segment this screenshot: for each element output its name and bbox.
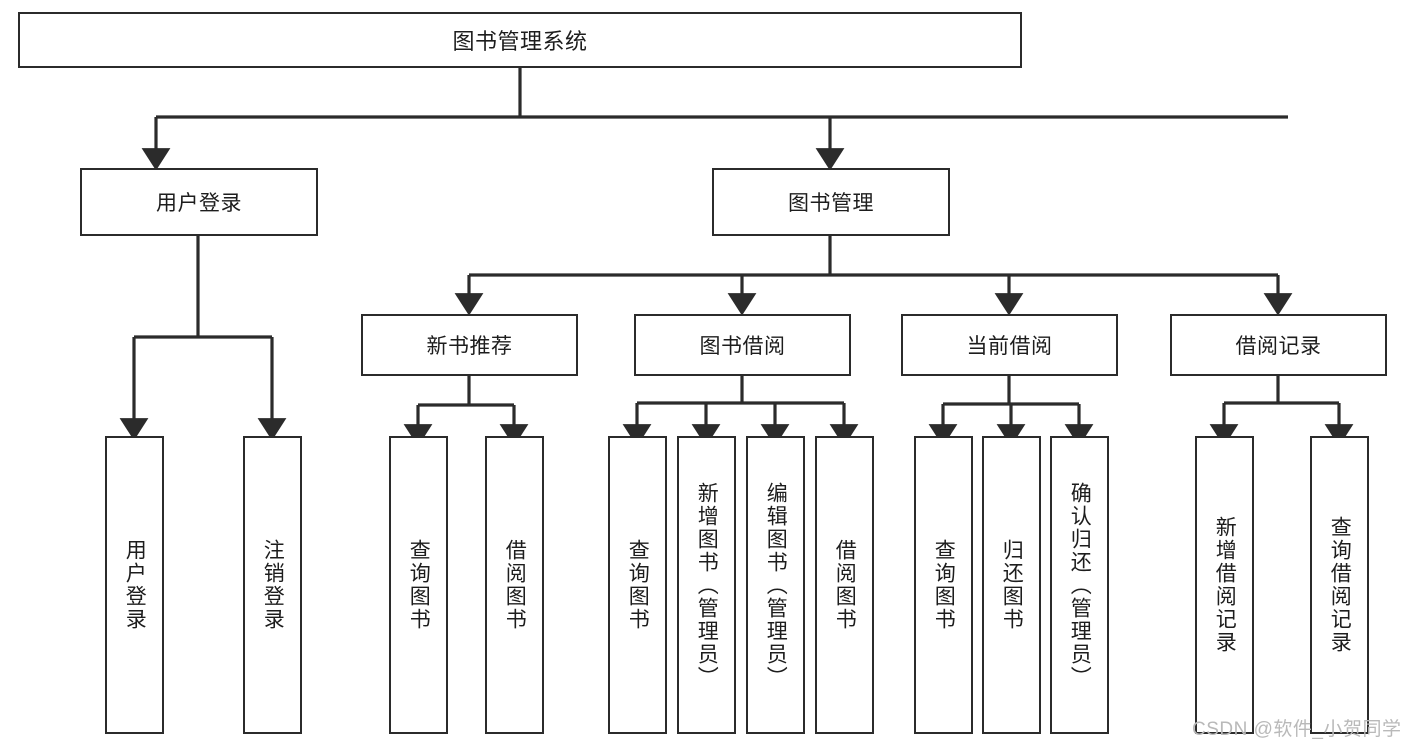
node-borrow-record-label: 借阅记录 bbox=[1235, 335, 1322, 358]
node-book-borrow-label: 图书借阅 bbox=[699, 335, 786, 358]
node-user-login[interactable]: 用户登录 bbox=[80, 168, 318, 236]
leaf-br-add-record-label: 新增借阅记录 bbox=[1213, 516, 1237, 654]
leaf-bb-query-book[interactable]: 查询图书 bbox=[608, 436, 667, 734]
leaf-user-login[interactable]: 用户登录 bbox=[105, 436, 164, 734]
node-borrow-record[interactable]: 借阅记录 bbox=[1170, 314, 1387, 376]
leaf-cb-return-book-label: 归还图书 bbox=[1000, 539, 1024, 631]
leaf-br-query-record[interactable]: 查询借阅记录 bbox=[1310, 436, 1369, 734]
node-book-management-label: 图书管理 bbox=[788, 192, 874, 215]
leaf-bb-query-book-label: 查询图书 bbox=[626, 539, 650, 631]
leaf-cb-query-book[interactable]: 查询图书 bbox=[914, 436, 973, 734]
node-new-book-recommend[interactable]: 新书推荐 bbox=[361, 314, 578, 376]
node-root[interactable]: 图书管理系统 bbox=[18, 12, 1022, 68]
leaf-bb-add-book-label: 新增图书（管理员） bbox=[695, 481, 719, 689]
leaf-nb-borrow-book[interactable]: 借阅图书 bbox=[485, 436, 544, 734]
node-root-label: 图书管理系统 bbox=[452, 29, 588, 54]
node-current-borrow-label: 当前借阅 bbox=[966, 335, 1053, 358]
leaf-logout[interactable]: 注销登录 bbox=[243, 436, 302, 734]
leaf-cb-query-book-label: 查询图书 bbox=[932, 539, 956, 631]
leaf-cb-confirm-return[interactable]: 确认归还（管理员） bbox=[1050, 436, 1109, 734]
node-book-management[interactable]: 图书管理 bbox=[712, 168, 950, 236]
leaf-bb-edit-book[interactable]: 编辑图书（管理员） bbox=[746, 436, 805, 734]
leaf-bb-borrow-book[interactable]: 借阅图书 bbox=[815, 436, 874, 734]
leaf-bb-edit-book-label: 编辑图书（管理员） bbox=[764, 481, 788, 689]
node-user-login-label: 用户登录 bbox=[156, 192, 242, 215]
leaf-nb-query-book-label: 查询图书 bbox=[407, 539, 431, 631]
leaf-user-login-label: 用户登录 bbox=[123, 539, 147, 631]
node-book-borrow[interactable]: 图书借阅 bbox=[634, 314, 851, 376]
leaf-nb-borrow-book-label: 借阅图书 bbox=[503, 539, 527, 631]
leaf-cb-confirm-return-label: 确认归还（管理员） bbox=[1068, 481, 1092, 689]
leaf-nb-query-book[interactable]: 查询图书 bbox=[389, 436, 448, 734]
leaf-bb-borrow-book-label: 借阅图书 bbox=[833, 539, 857, 631]
leaf-bb-add-book[interactable]: 新增图书（管理员） bbox=[677, 436, 736, 734]
leaf-br-query-record-label: 查询借阅记录 bbox=[1328, 516, 1352, 654]
csdn-watermark: CSDN @软件_小贺同学 bbox=[1192, 719, 1402, 740]
node-current-borrow[interactable]: 当前借阅 bbox=[901, 314, 1118, 376]
node-new-book-recommend-label: 新书推荐 bbox=[426, 335, 513, 358]
leaf-cb-return-book[interactable]: 归还图书 bbox=[982, 436, 1041, 734]
leaf-br-add-record[interactable]: 新增借阅记录 bbox=[1195, 436, 1254, 734]
leaf-logout-label: 注销登录 bbox=[261, 539, 285, 631]
